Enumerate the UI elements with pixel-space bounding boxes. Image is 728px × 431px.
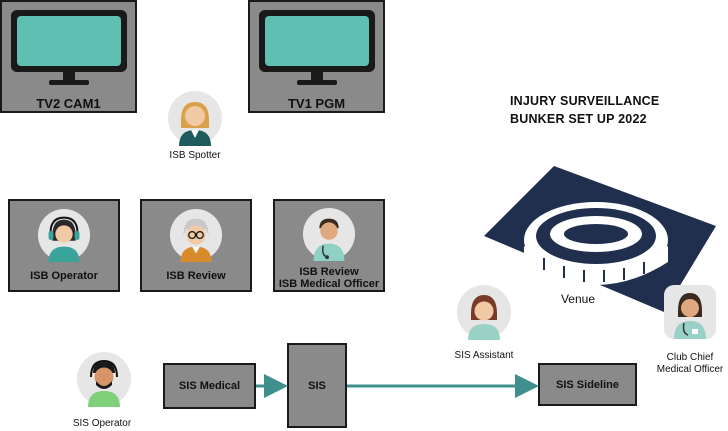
sis-label: SIS <box>308 380 326 392</box>
title-line-2: BUNKER SET UP 2022 <box>510 112 647 126</box>
sis-operator-avatar-icon <box>77 352 131 407</box>
station-isb-operator: ISB Operator <box>8 199 120 292</box>
venue-stadium-icon <box>484 166 716 312</box>
title-line-1: INJURY SURVEILLANCE <box>510 94 660 108</box>
sis-operator <box>76 351 132 407</box>
sis-medical-label: SIS Medical <box>178 380 241 392</box>
spotter-avatar-icon <box>168 91 222 146</box>
venue-label: Venue <box>560 292 596 306</box>
reviewer-avatar-icon <box>169 208 223 262</box>
station-isb-review: ISB Review <box>140 199 252 292</box>
monitor-tv2-cam1: TV2 CAM1 <box>0 0 137 113</box>
club-chief-medical-officer <box>662 283 718 343</box>
sis-operator-label: SIS Operator <box>72 418 132 429</box>
station-label-line-1: ISB Review <box>299 266 359 278</box>
tv-screen-icon <box>259 10 375 85</box>
tv-screen-icon <box>11 10 127 85</box>
monitor-label: TV1 PGM <box>287 96 346 111</box>
spotter-label: ISB Spotter <box>169 150 221 161</box>
club-chief-label: Club Chief Medical Officer <box>650 352 728 376</box>
club-chief-label-line-2: Medical Officer <box>656 364 724 375</box>
station-label: ISB Operator <box>30 270 98 282</box>
doctor-avatar-icon <box>302 207 356 261</box>
isb-spotter <box>167 90 223 146</box>
assistant-label: SIS Assistant <box>454 350 514 361</box>
assistant-avatar-icon <box>457 285 511 340</box>
station-label-line-2: ISB Medical Officer <box>278 278 380 290</box>
sis-sideline-box: SIS Sideline <box>538 363 637 406</box>
station-isb-medical-officer: ISB Review ISB Medical Officer <box>273 199 385 292</box>
sis-medical-box: SIS Medical <box>163 363 256 409</box>
operator-avatar-icon <box>37 208 91 262</box>
sis-sideline-label: SIS Sideline <box>556 379 619 391</box>
sis-box: SIS <box>287 343 347 428</box>
monitor-tv1-pgm: TV1 PGM <box>248 0 385 113</box>
sis-assistant <box>456 284 512 340</box>
club-chief-label-line-1: Club Chief <box>666 352 714 363</box>
station-label: ISB Review <box>166 270 226 282</box>
monitor-label: TV2 CAM1 <box>36 96 101 111</box>
club-doctor-avatar-icon <box>664 285 716 339</box>
diagram-title: INJURY SURVEILLANCE BUNKER SET UP 2022 <box>510 92 659 128</box>
